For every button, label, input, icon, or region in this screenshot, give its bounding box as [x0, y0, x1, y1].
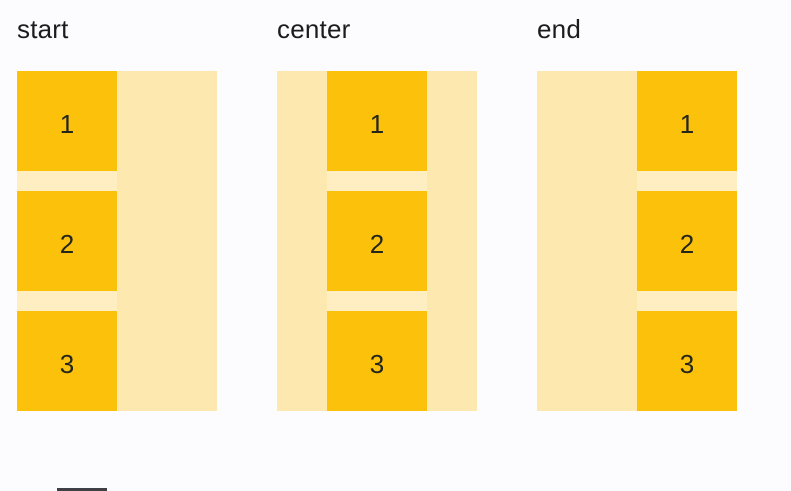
alignment-label-end: end [537, 14, 581, 44]
item-number: 1 [679, 108, 695, 139]
item-number: 1 [369, 108, 385, 139]
alignment-container-end: 1 2 3 [537, 71, 737, 411]
item-number: 3 [679, 348, 695, 379]
alignment-container-center: 1 2 3 [277, 71, 477, 411]
alignment-label-start: start [17, 14, 69, 44]
alignment-demo-row: start 1 2 3 center 1 2 3 end 1 2 3 [17, 12, 737, 411]
alignment-track-center: 1 2 3 [327, 71, 427, 411]
example-column-start: start 1 2 3 [17, 12, 217, 411]
alignment-item: 3 [17, 311, 117, 411]
alignment-item: 2 [327, 191, 427, 291]
alignment-item: 2 [17, 191, 117, 291]
alignment-item: 1 [637, 71, 737, 171]
example-column-end: end 1 2 3 [537, 12, 737, 411]
alignment-item: 3 [637, 311, 737, 411]
alignment-item: 3 [327, 311, 427, 411]
alignment-item: 2 [637, 191, 737, 291]
item-number: 2 [369, 228, 385, 259]
item-number: 2 [679, 228, 695, 259]
alignment-track-end: 1 2 3 [637, 71, 737, 411]
alignment-label-center: center [277, 14, 351, 44]
item-number: 2 [59, 228, 75, 259]
alignment-track-start: 1 2 3 [17, 71, 117, 411]
alignment-item: 1 [327, 71, 427, 171]
example-column-center: center 1 2 3 [277, 12, 477, 411]
item-number: 3 [369, 348, 385, 379]
item-number: 3 [59, 348, 75, 379]
item-number: 1 [59, 108, 75, 139]
alignment-item: 1 [17, 71, 117, 171]
alignment-container-start: 1 2 3 [17, 71, 217, 411]
